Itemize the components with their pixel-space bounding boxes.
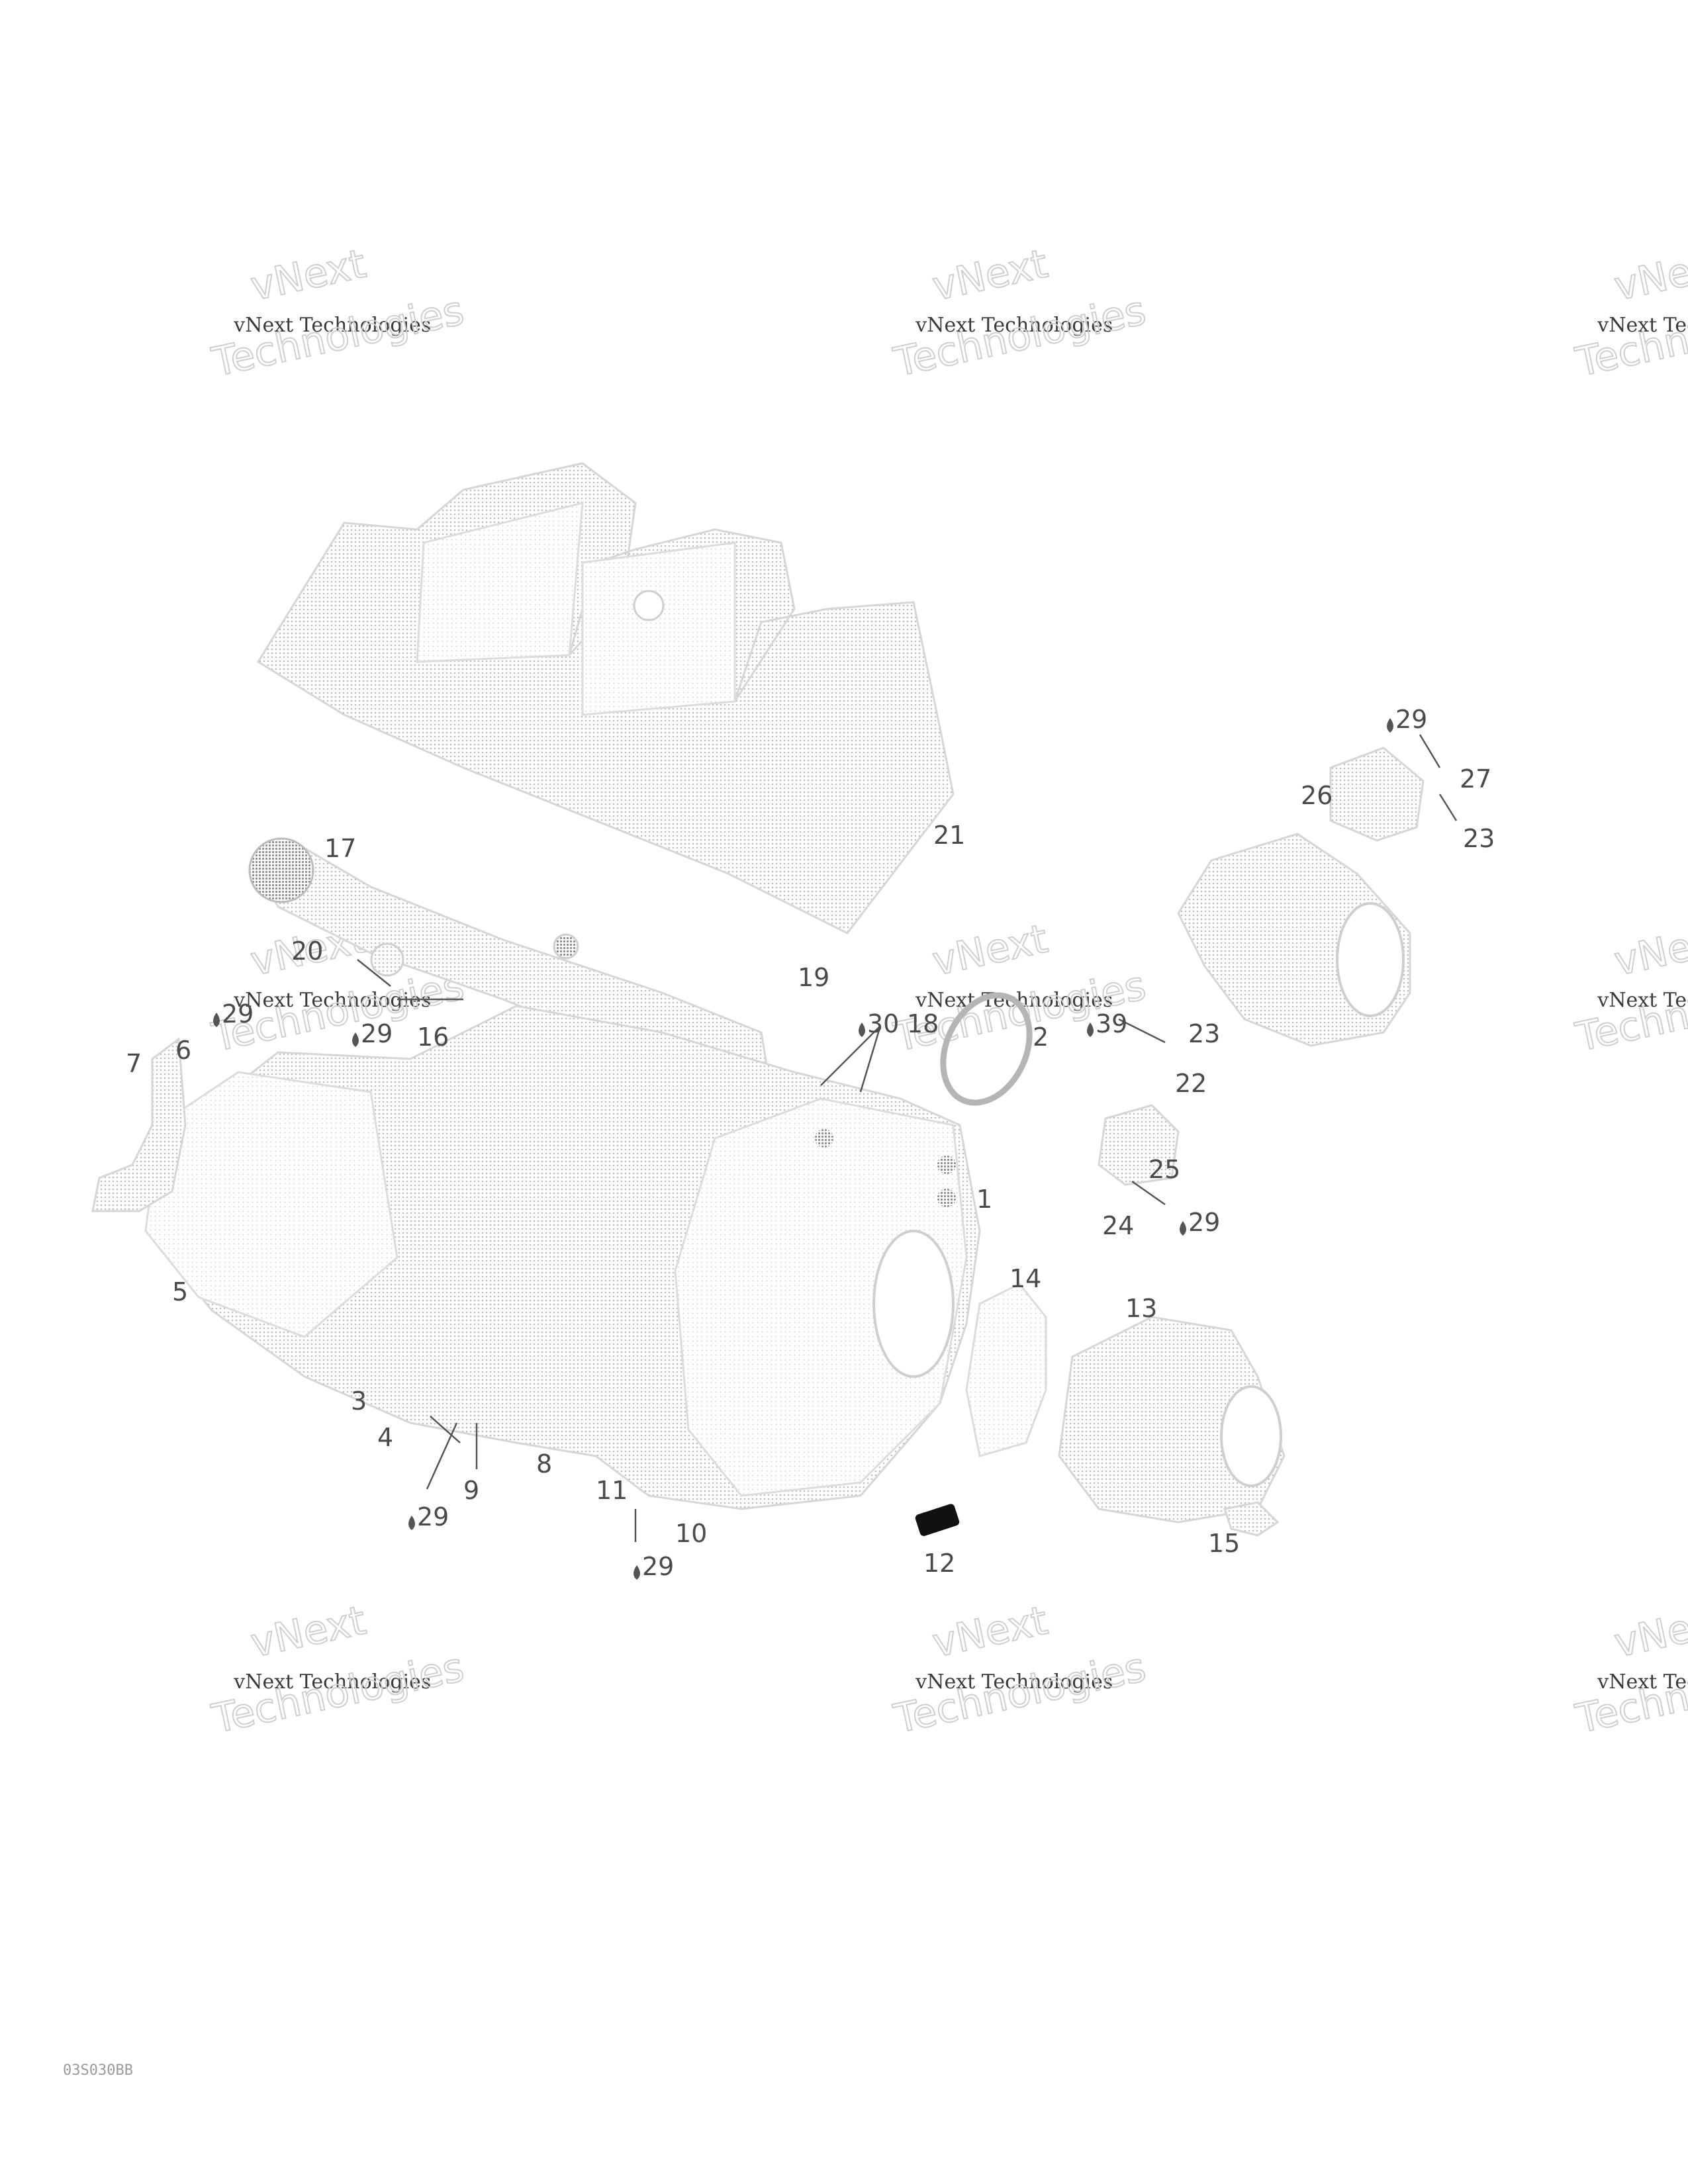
part-gasket [965,1283,1047,1457]
part-intake-body-face [674,1097,968,1497]
part-sensor [1098,1104,1180,1186]
callout-6: 6 [175,1036,191,1065]
callout-29: 29 [1188,1208,1220,1237]
callout-23: 23 [1188,1019,1220,1048]
callout-29: 29 [361,1019,393,1048]
callout-1: 1 [976,1185,992,1214]
callout-20: 20 [291,936,323,966]
callout-12: 12 [923,1549,955,1578]
svg-text:vNext Technologies: vNext Technologies [233,314,431,337]
callout-5: 5 [172,1277,188,1306]
callout-30: 30 [867,1009,899,1038]
part-throttle-body-lower [1058,1316,1286,1524]
part-bolt [937,1156,956,1174]
callout-2: 2 [1033,1023,1049,1052]
drop-icon [633,1565,640,1580]
watermark-bottom-left: vNext vNext Technologies Technologies [207,1597,469,1744]
svg-text:vNext Technologies: vNext Technologies [1597,1670,1688,1694]
callout-8: 8 [536,1449,552,1479]
part-heat-shield-hole [633,590,665,621]
watermark-top-left: vNext vNext Technologies Technologies [207,240,469,387]
svg-text:vNext Technologies: vNext Technologies [1597,314,1688,337]
svg-text:vNext: vNext [929,916,1052,985]
callout-18: 18 [907,1009,939,1038]
part-bracket [91,1037,187,1212]
drop-icon [1387,718,1393,733]
leader-lines [357,734,1458,1542]
part-heat-shield-rib [416,502,584,663]
svg-text:vNext Technologies: vNext Technologies [1597,989,1688,1012]
svg-text:vNext Technologies: vNext Technologies [915,314,1113,337]
callout-29: 29 [642,1552,674,1581]
callout-19: 19 [798,963,829,992]
part-rail-end-cap [248,837,314,903]
drawing-code: 03S030BB [63,2062,133,2079]
callout-23: 23 [1463,824,1495,853]
part-throttle-body-lower-bore [1220,1385,1282,1487]
drop-icon [352,1032,359,1047]
part-throttle-bore [872,1230,955,1378]
svg-text:vNext: vNext [929,241,1052,310]
callout-7: 7 [126,1049,142,1078]
callout-27: 27 [1460,764,1491,794]
drop-icon [408,1516,415,1530]
part-rail-boss [553,933,579,960]
callout-9: 9 [463,1476,479,1505]
drop-icon [1180,1221,1186,1236]
part-bolt-15 [1223,1501,1280,1537]
part-bolt [937,1189,956,1207]
callout-29: 29 [417,1502,449,1531]
svg-text:Technologies: Technologies [890,287,1150,386]
callout-11: 11 [596,1476,628,1505]
watermark-bottom-center: vNext vNext Technologies Technologies [889,1597,1150,1744]
part-heat-shield-rib [581,541,736,716]
svg-text:vNext: vNext [1611,1598,1688,1667]
drop-icon [213,1013,220,1027]
svg-text:vNext: vNext [247,241,370,310]
part-bolt [815,1129,833,1148]
part-rail-boss [370,942,404,977]
callout-17: 17 [324,834,356,863]
svg-text:Technologies: Technologies [208,1644,468,1743]
callout-24: 24 [1102,1211,1134,1240]
lubricant-drop-icons [213,718,1393,1580]
svg-text:vNext: vNext [1611,916,1688,985]
watermark-top-center: vNext vNext Technologies Technologies [889,240,1150,387]
svg-text:Technologies: Technologies [890,1644,1150,1743]
callout-21: 21 [933,821,965,850]
callout-26: 26 [1301,781,1333,810]
callout-25: 25 [1149,1155,1180,1184]
svg-text:vNext Technologies: vNext Technologies [915,1670,1113,1694]
part-o-ring [940,992,1033,1106]
callout-15: 15 [1208,1529,1240,1558]
callout-4: 4 [377,1423,393,1452]
part-fitting [1329,747,1425,842]
callout-29: 29 [222,999,254,1028]
watermark-bottom-right: vNext vNext Technologies Technologies [1571,1597,1688,1744]
drop-icon [859,1023,865,1037]
svg-text:vNext: vNext [1611,241,1688,310]
svg-text:vNext: vNext [929,1598,1052,1667]
svg-text:vNext Technologies: vNext Technologies [233,1670,431,1694]
callout-16: 16 [417,1023,449,1052]
part-throttle-body-upper-bore [1336,902,1405,1017]
svg-text:vNext Technologies: vNext Technologies [233,989,431,1012]
callout-14: 14 [1009,1264,1041,1293]
part-left-flange [144,1071,399,1338]
svg-text:vNext: vNext [247,1598,370,1667]
callout-3: 3 [351,1387,367,1416]
callout-13: 13 [1125,1294,1157,1323]
callout-39: 39 [1096,1009,1127,1038]
callout-22: 22 [1175,1069,1207,1098]
watermark-top-right: vNext vNext Technologies Technologies [1571,240,1688,387]
drop-icon [1087,1023,1094,1037]
part-sensor-black [915,1504,960,1536]
callouts: 1 2 3 4 5 6 7 8 9 10 11 12 13 14 15 16 1… [126,705,1495,1581]
callout-29: 29 [1395,705,1427,734]
watermark-mid-right: vNext vNext Technologies Technologies [1571,915,1688,1062]
svg-text:Technologies: Technologies [208,287,468,386]
callout-10: 10 [675,1519,707,1548]
